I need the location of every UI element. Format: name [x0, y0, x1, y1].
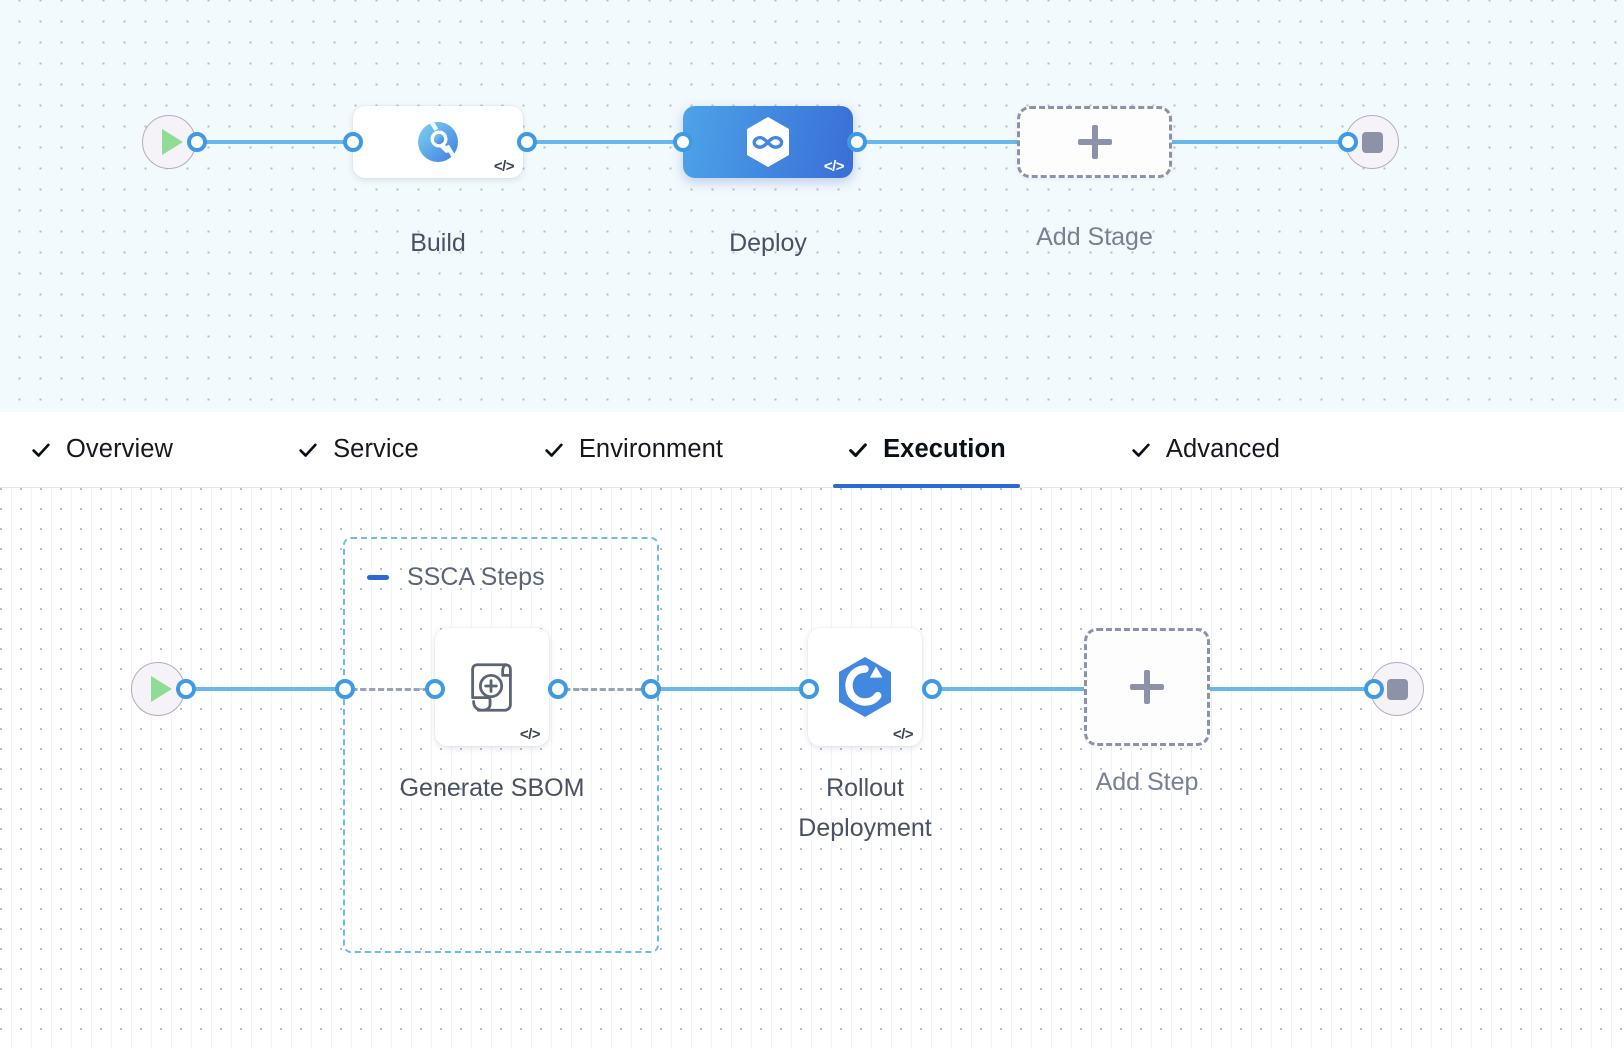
- stage-connector-build-to-deploy: [526, 140, 692, 144]
- stage-deploy-out-port[interactable]: [847, 132, 867, 152]
- stage-build-in-port[interactable]: [343, 132, 363, 152]
- step-connector-add-to-end: [1207, 687, 1373, 691]
- step-label-rollout-deployment: Rollout Deployment: [798, 774, 932, 842]
- check-icon: [545, 443, 563, 457]
- tab-label-execution: Execution: [883, 435, 1006, 463]
- build-code-badge[interactable]: </>: [493, 158, 515, 175]
- tab-advanced[interactable]: Advanced: [1128, 412, 1282, 487]
- tab-environment[interactable]: Environment: [541, 412, 725, 487]
- stage-connector-start-to-build: [196, 140, 360, 144]
- sbom-code-badge[interactable]: </>: [519, 726, 541, 743]
- step-group-title: SSCA Steps: [407, 563, 545, 591]
- stage-canvas[interactable]: </> Build </> Deploy Add Stage: [0, 0, 1624, 412]
- step-group-boundary-port-left[interactable]: [335, 679, 355, 699]
- cd-hexagon-infinity-icon: [744, 116, 792, 168]
- stage-config-tab-bar: Overview Service Environment Execution A: [0, 412, 1624, 488]
- minus-collapse-icon[interactable]: [367, 575, 389, 580]
- step-connector-start-to-group: [185, 687, 348, 691]
- step-canvas[interactable]: SSCA Steps: [0, 488, 1624, 1048]
- step-connector-group-in-dashed: [350, 688, 434, 691]
- check-icon: [32, 443, 50, 457]
- stage-deploy-in-port[interactable]: [673, 132, 693, 152]
- tab-label-advanced: Advanced: [1165, 435, 1281, 463]
- step-end-port[interactable]: [1364, 679, 1384, 699]
- add-step-button[interactable]: [1084, 628, 1210, 746]
- tab-execution[interactable]: Execution: [833, 412, 1020, 488]
- stage-node-build[interactable]: </>: [353, 106, 523, 178]
- stage-build-out-port[interactable]: [517, 132, 537, 152]
- step-label-generate-sbom: Generate SBOM: [399, 774, 585, 802]
- step-connector-group-to-rollout: [651, 687, 814, 691]
- check-icon: [299, 443, 317, 457]
- step-group-ssca[interactable]: SSCA Steps: [343, 537, 659, 953]
- stage-label-deploy: Deploy: [729, 229, 807, 257]
- play-icon: [151, 676, 172, 702]
- add-step-label: Add Step: [1095, 768, 1199, 796]
- stage-connector-deploy-to-add: [848, 140, 1024, 144]
- stage-node-deploy[interactable]: </>: [683, 106, 853, 178]
- ci-build-icon: [415, 119, 461, 165]
- play-icon: [162, 129, 183, 155]
- add-stage-label: Add Stage: [1036, 223, 1153, 251]
- tab-label-environment: Environment: [578, 435, 724, 463]
- step-group-header: SSCA Steps: [367, 563, 545, 592]
- kubernetes-rollout-icon: [835, 655, 895, 719]
- add-stage-button[interactable]: [1017, 106, 1172, 178]
- step-node-generate-sbom[interactable]: </>: [435, 628, 549, 746]
- check-icon: [849, 442, 867, 457]
- step-node-rollout-deployment[interactable]: </>: [808, 628, 922, 746]
- step-rollout-in-port[interactable]: [799, 679, 819, 699]
- sbom-scroll-plus-icon: [461, 656, 523, 718]
- step-rollout-out-port[interactable]: [922, 679, 942, 699]
- stop-icon: [1361, 131, 1383, 153]
- step-sbom-in-port[interactable]: [425, 679, 445, 699]
- stage-end-port[interactable]: [1338, 132, 1358, 152]
- check-icon: [1132, 443, 1150, 457]
- tab-label-service: Service: [333, 435, 419, 463]
- stage-label-build: Build: [410, 229, 466, 257]
- stop-icon: [1386, 678, 1408, 700]
- rollout-code-badge[interactable]: </>: [892, 726, 914, 743]
- stage-connector-add-to-end: [1164, 140, 1352, 144]
- plus-icon: [1130, 670, 1164, 704]
- plus-icon: [1077, 125, 1112, 159]
- step-start-port[interactable]: [176, 679, 196, 699]
- tab-label-overview: Overview: [66, 435, 174, 463]
- step-group-boundary-port-right[interactable]: [641, 679, 661, 699]
- step-connector-group-out-dashed: [563, 688, 651, 691]
- step-connector-rollout-to-add: [932, 687, 1088, 691]
- tab-service[interactable]: Service: [295, 412, 421, 487]
- step-sbom-out-port[interactable]: [548, 679, 568, 699]
- deploy-code-badge[interactable]: </>: [823, 158, 845, 175]
- tab-overview[interactable]: Overview: [28, 412, 175, 487]
- stage-start-port[interactable]: [187, 132, 207, 152]
